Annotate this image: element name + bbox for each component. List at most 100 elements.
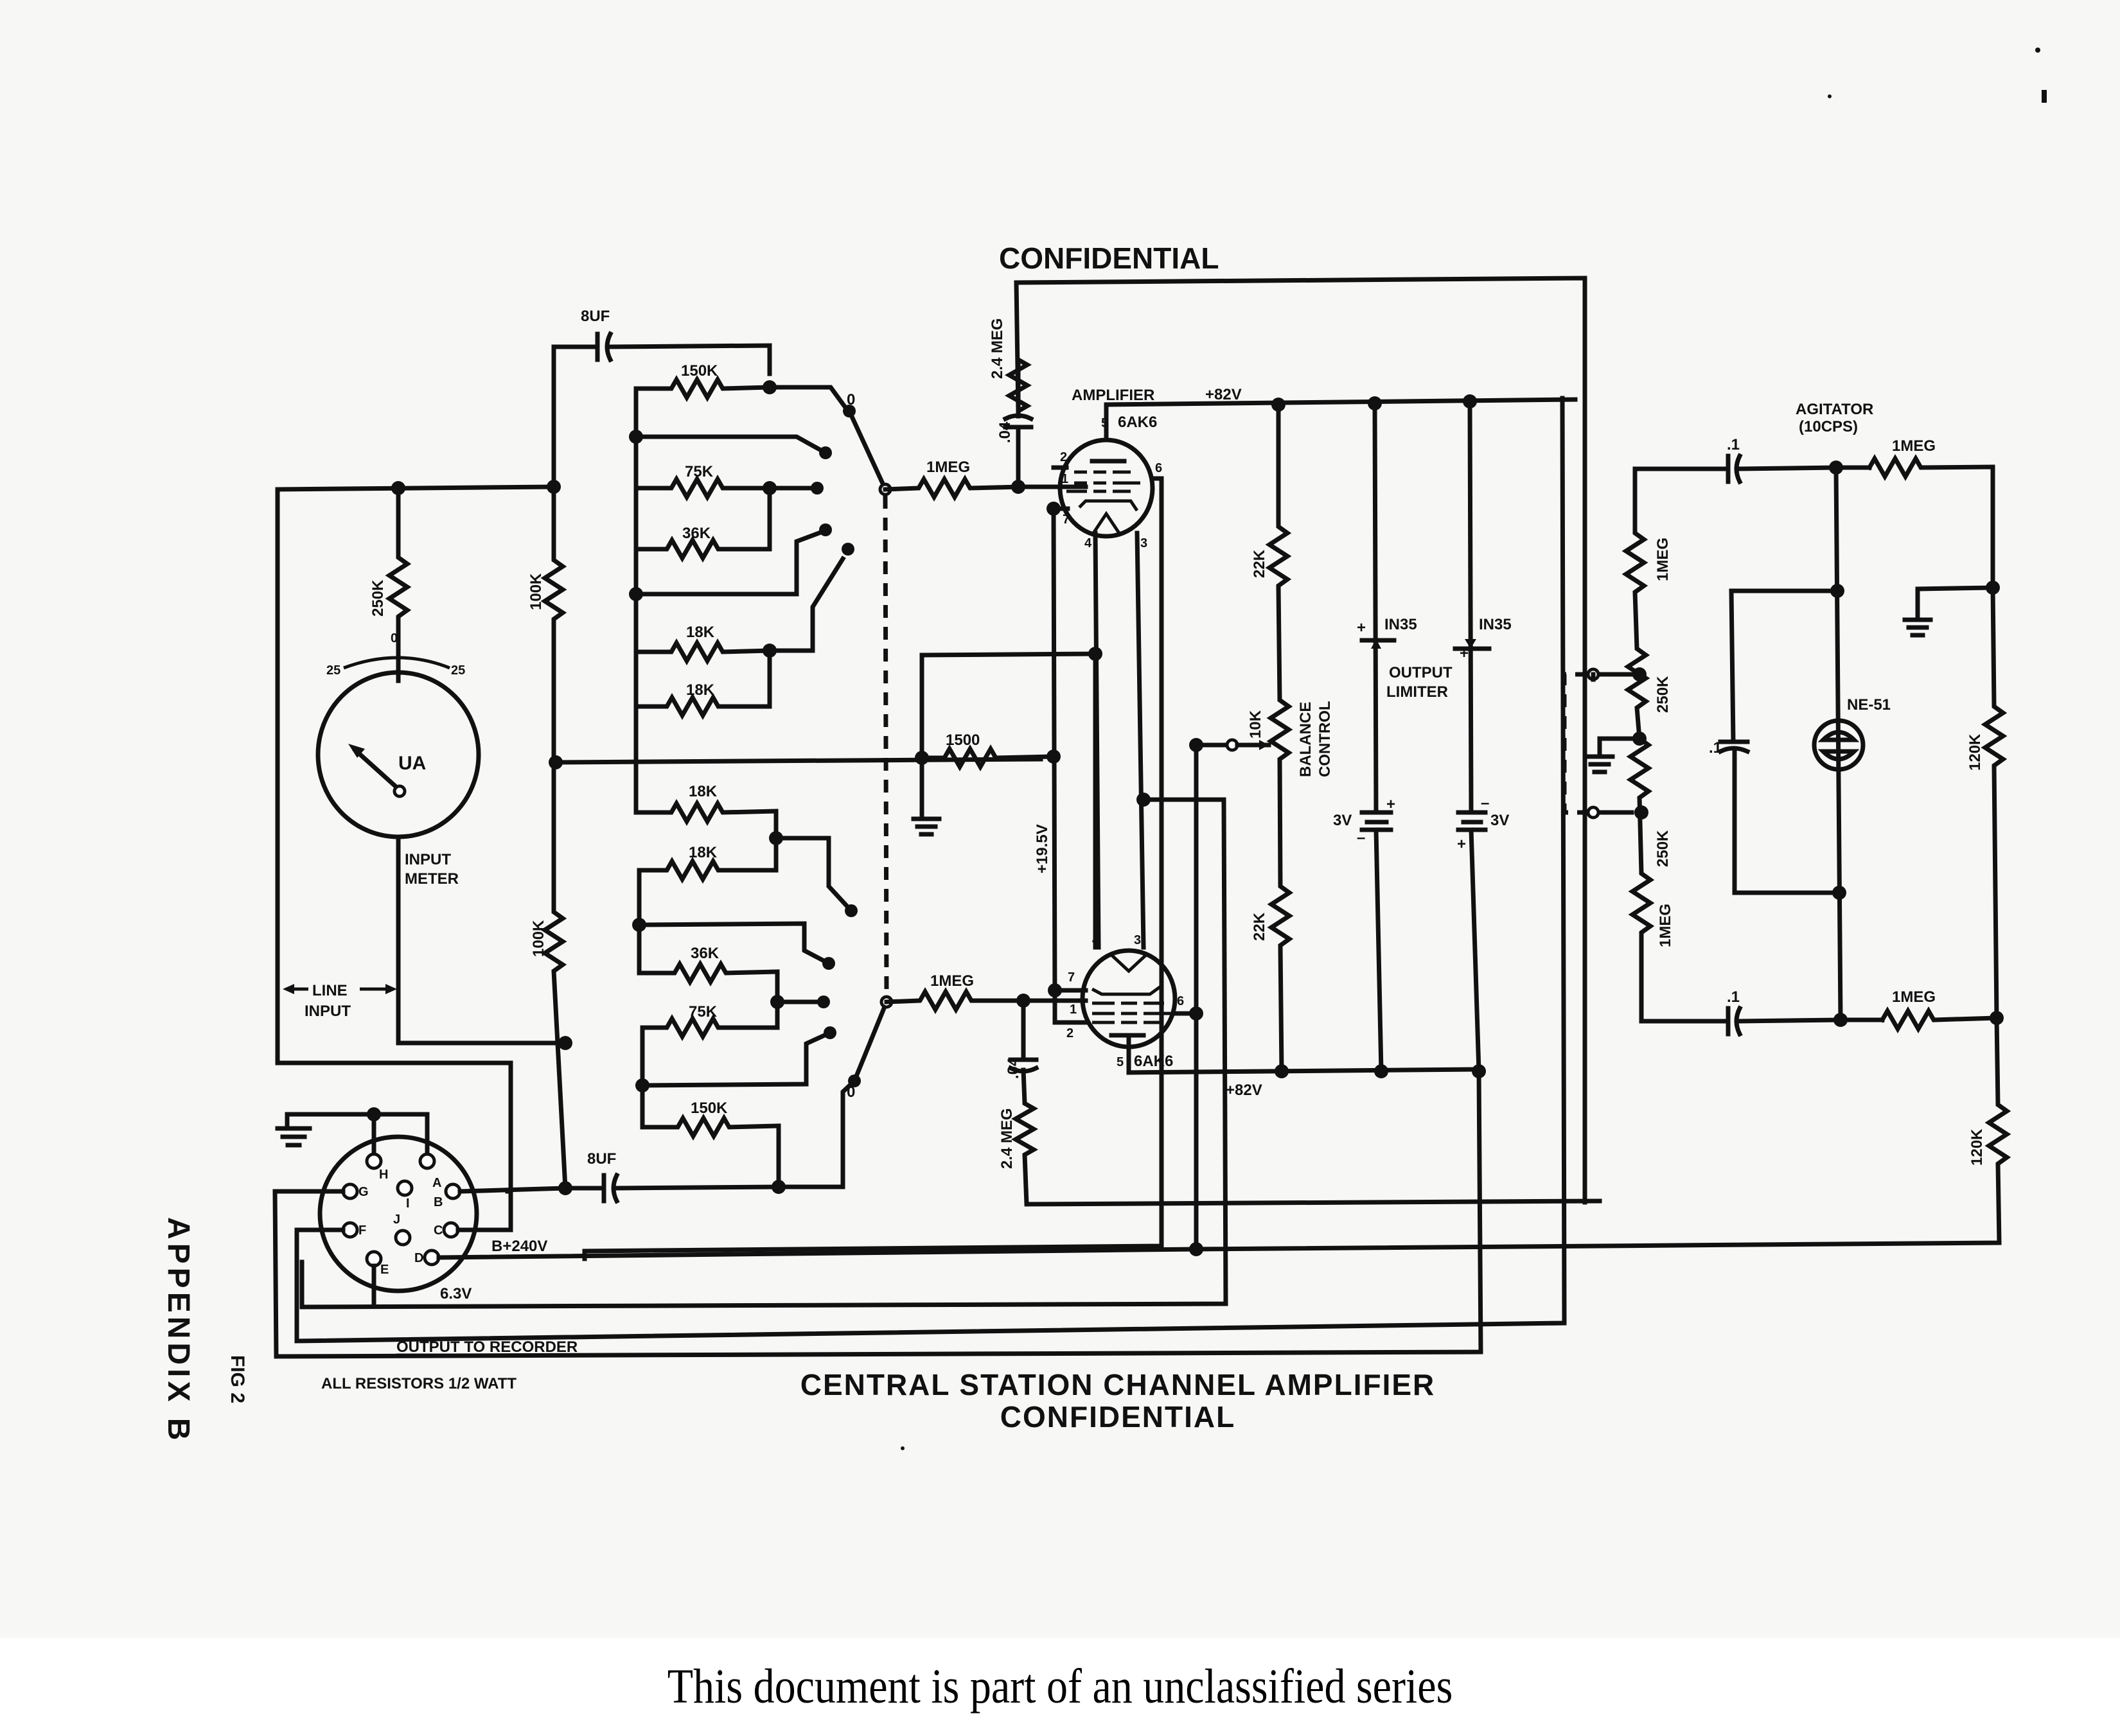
pin-1-upper: 1 [1061,472,1068,486]
limiter-branch-left [1359,401,1393,1074]
pin-7-upper: 7 [1063,513,1070,527]
resistor-150k-upper [633,374,772,764]
switch-wiper-upper[interactable] [846,408,887,488]
circuit-schematic: CONFIDENTIAL 250K 25 0 25 UA INPUT METER [161,48,2047,1450]
wire [563,1184,780,1191]
label-250k-pot-top: 250K [1654,676,1672,713]
output-limiter: IN35 + + – 3V IN35 + – + 3V OUTPUT LIMIT… [272,394,1567,1359]
label-36k-lower: 36K [691,945,720,962]
resistor-1500 [919,744,1056,772]
balance-label-line2: CONTROL [1316,701,1334,777]
switch-contact [842,543,854,556]
pin-label-j: J [393,1213,400,1227]
label-cap-01-top: .1 [1727,436,1740,453]
input-divider: 100K 100K 8UF 8UF [527,308,1043,1204]
label-22k-top: 22K [1251,549,1268,578]
pin-3-upper: 3 [1140,536,1147,550]
capacitor-plate-curved [605,331,614,363]
wire-b-plus-240v [436,1247,1199,1260]
pin-label-a: A [432,1176,441,1190]
amplifier-tube-lower: 1MEG .04 2.4 MEG 7 1 2 4 3 6 5 6AK6 +82V [884,933,1602,1207]
resistor-75k-lower [640,999,780,1042]
pin-4-upper: 4 [1084,536,1092,550]
label-75k-lower: 75K [689,1003,718,1021]
supply-82v-top: +82V [1205,386,1242,403]
pot-gang-linkage [1562,672,1588,815]
connector-plug: A B C D E F G H I J B+240V 6.3V OUTPUT T… [274,1107,1199,1357]
connector-pin-i[interactable] [396,1179,414,1197]
connector-pin-j[interactable] [394,1229,412,1247]
label-18k-lower-a: 18K [689,783,718,800]
arrow-left-icon [283,984,294,994]
bus-wiring [299,476,1271,1310]
tube-heater [1109,952,1149,974]
meter-scale-arc [343,656,450,670]
pin-6-upper: 6 [1155,461,1162,475]
pin-label-c: C [434,1223,443,1238]
header-classification: CONFIDENTIAL [999,241,1219,275]
switch-contact [845,904,858,917]
limiter-label-line1: OUTPUT [1389,664,1453,681]
label-8uf-lower: 8UF [587,1150,616,1168]
feedback-network-upper [1002,276,1587,1205]
label-22k-bottom: 22K [1251,912,1268,941]
balance-label-line1: BALANCE [1297,702,1314,777]
label-1meg-bottom: 1MEG [1892,988,1936,1006]
ne51-neon-lamp-icon [1812,718,1866,772]
limiter-label-line2: LIMITER [1386,683,1448,701]
switch-contact [822,957,835,970]
attenuator-lower: 18K 18K 36K 75K 150K 0 [632,495,894,1194]
connector-pin-a[interactable] [418,1152,436,1170]
scan-speck [1828,94,1832,98]
wire-pin-c [455,1189,513,1232]
resistor-18k-upper-a [633,638,772,666]
switch-wiper-lower[interactable] [851,1002,888,1084]
wire [767,556,846,653]
line-input-label-line1: LINE [312,982,348,999]
balance-resistor-chain [1265,402,1294,1074]
pot-wiper-arrow-icon [1259,740,1269,750]
arrow-right-icon [385,984,397,994]
label-10k-pot: 10K [1247,710,1264,739]
meter-scale-center: 0 [391,631,398,645]
balance-control: 22K 10K BALANCE CONTROL 22K [1247,398,1334,1078]
feedback-network-lower [1007,998,1602,1207]
meter-scale-right: 25 [451,663,465,678]
cathode-network: 1500 +19.5V [911,505,1102,1004]
tube-plate [1109,1033,1481,1075]
label-04-upper: .04 [996,421,1014,443]
pin-label-i: I [406,1197,410,1211]
wire-heater-6-3v [299,797,1228,1310]
label-100k-lower: 100K [530,920,547,957]
label-04-lower: .04 [1005,1057,1022,1079]
resistor-75k-upper [633,474,820,502]
resistor-18k-lower-a [633,758,779,841]
resistor-1meg-lower [884,986,1088,1015]
plate-wire [1104,397,1578,443]
wire [275,484,556,492]
capacitor-plate-curved [1734,1005,1743,1037]
line-input-label-line2: INPUT [305,1003,351,1020]
ground-icon [1902,585,1995,638]
caption-classification: CONFIDENTIAL [1000,1400,1235,1434]
label-cap-01-mid: .1 [1709,739,1722,757]
label-1meg-top: 1MEG [1892,437,1936,455]
label-2-4meg-lower: 2.4 MEG [998,1108,1016,1169]
capacitor-01-mid [1717,588,1842,895]
battery-label-right: 3V [1490,812,1509,829]
label-150k-lower: 150K [691,1100,728,1117]
resistor-36k-lower [637,922,780,1004]
label-18k-lower-b: 18K [689,844,718,861]
wire [633,434,829,456]
connector-pin-h[interactable] [365,1152,383,1170]
diode-label-right: IN35 [1479,616,1512,633]
polarity-plus: + [1386,796,1395,813]
wire-pins-gf [274,1189,346,1232]
meter-scale-left: 25 [326,663,340,678]
wire [551,343,772,376]
tube-heater [1091,511,1121,534]
page-footer: This document is part of an unclassified… [0,1638,2120,1736]
polarity-plus: + [1457,836,1466,853]
label-6-3v: 6.3V [440,1285,472,1302]
agitator-terminal-bottom[interactable] [1586,805,1600,820]
